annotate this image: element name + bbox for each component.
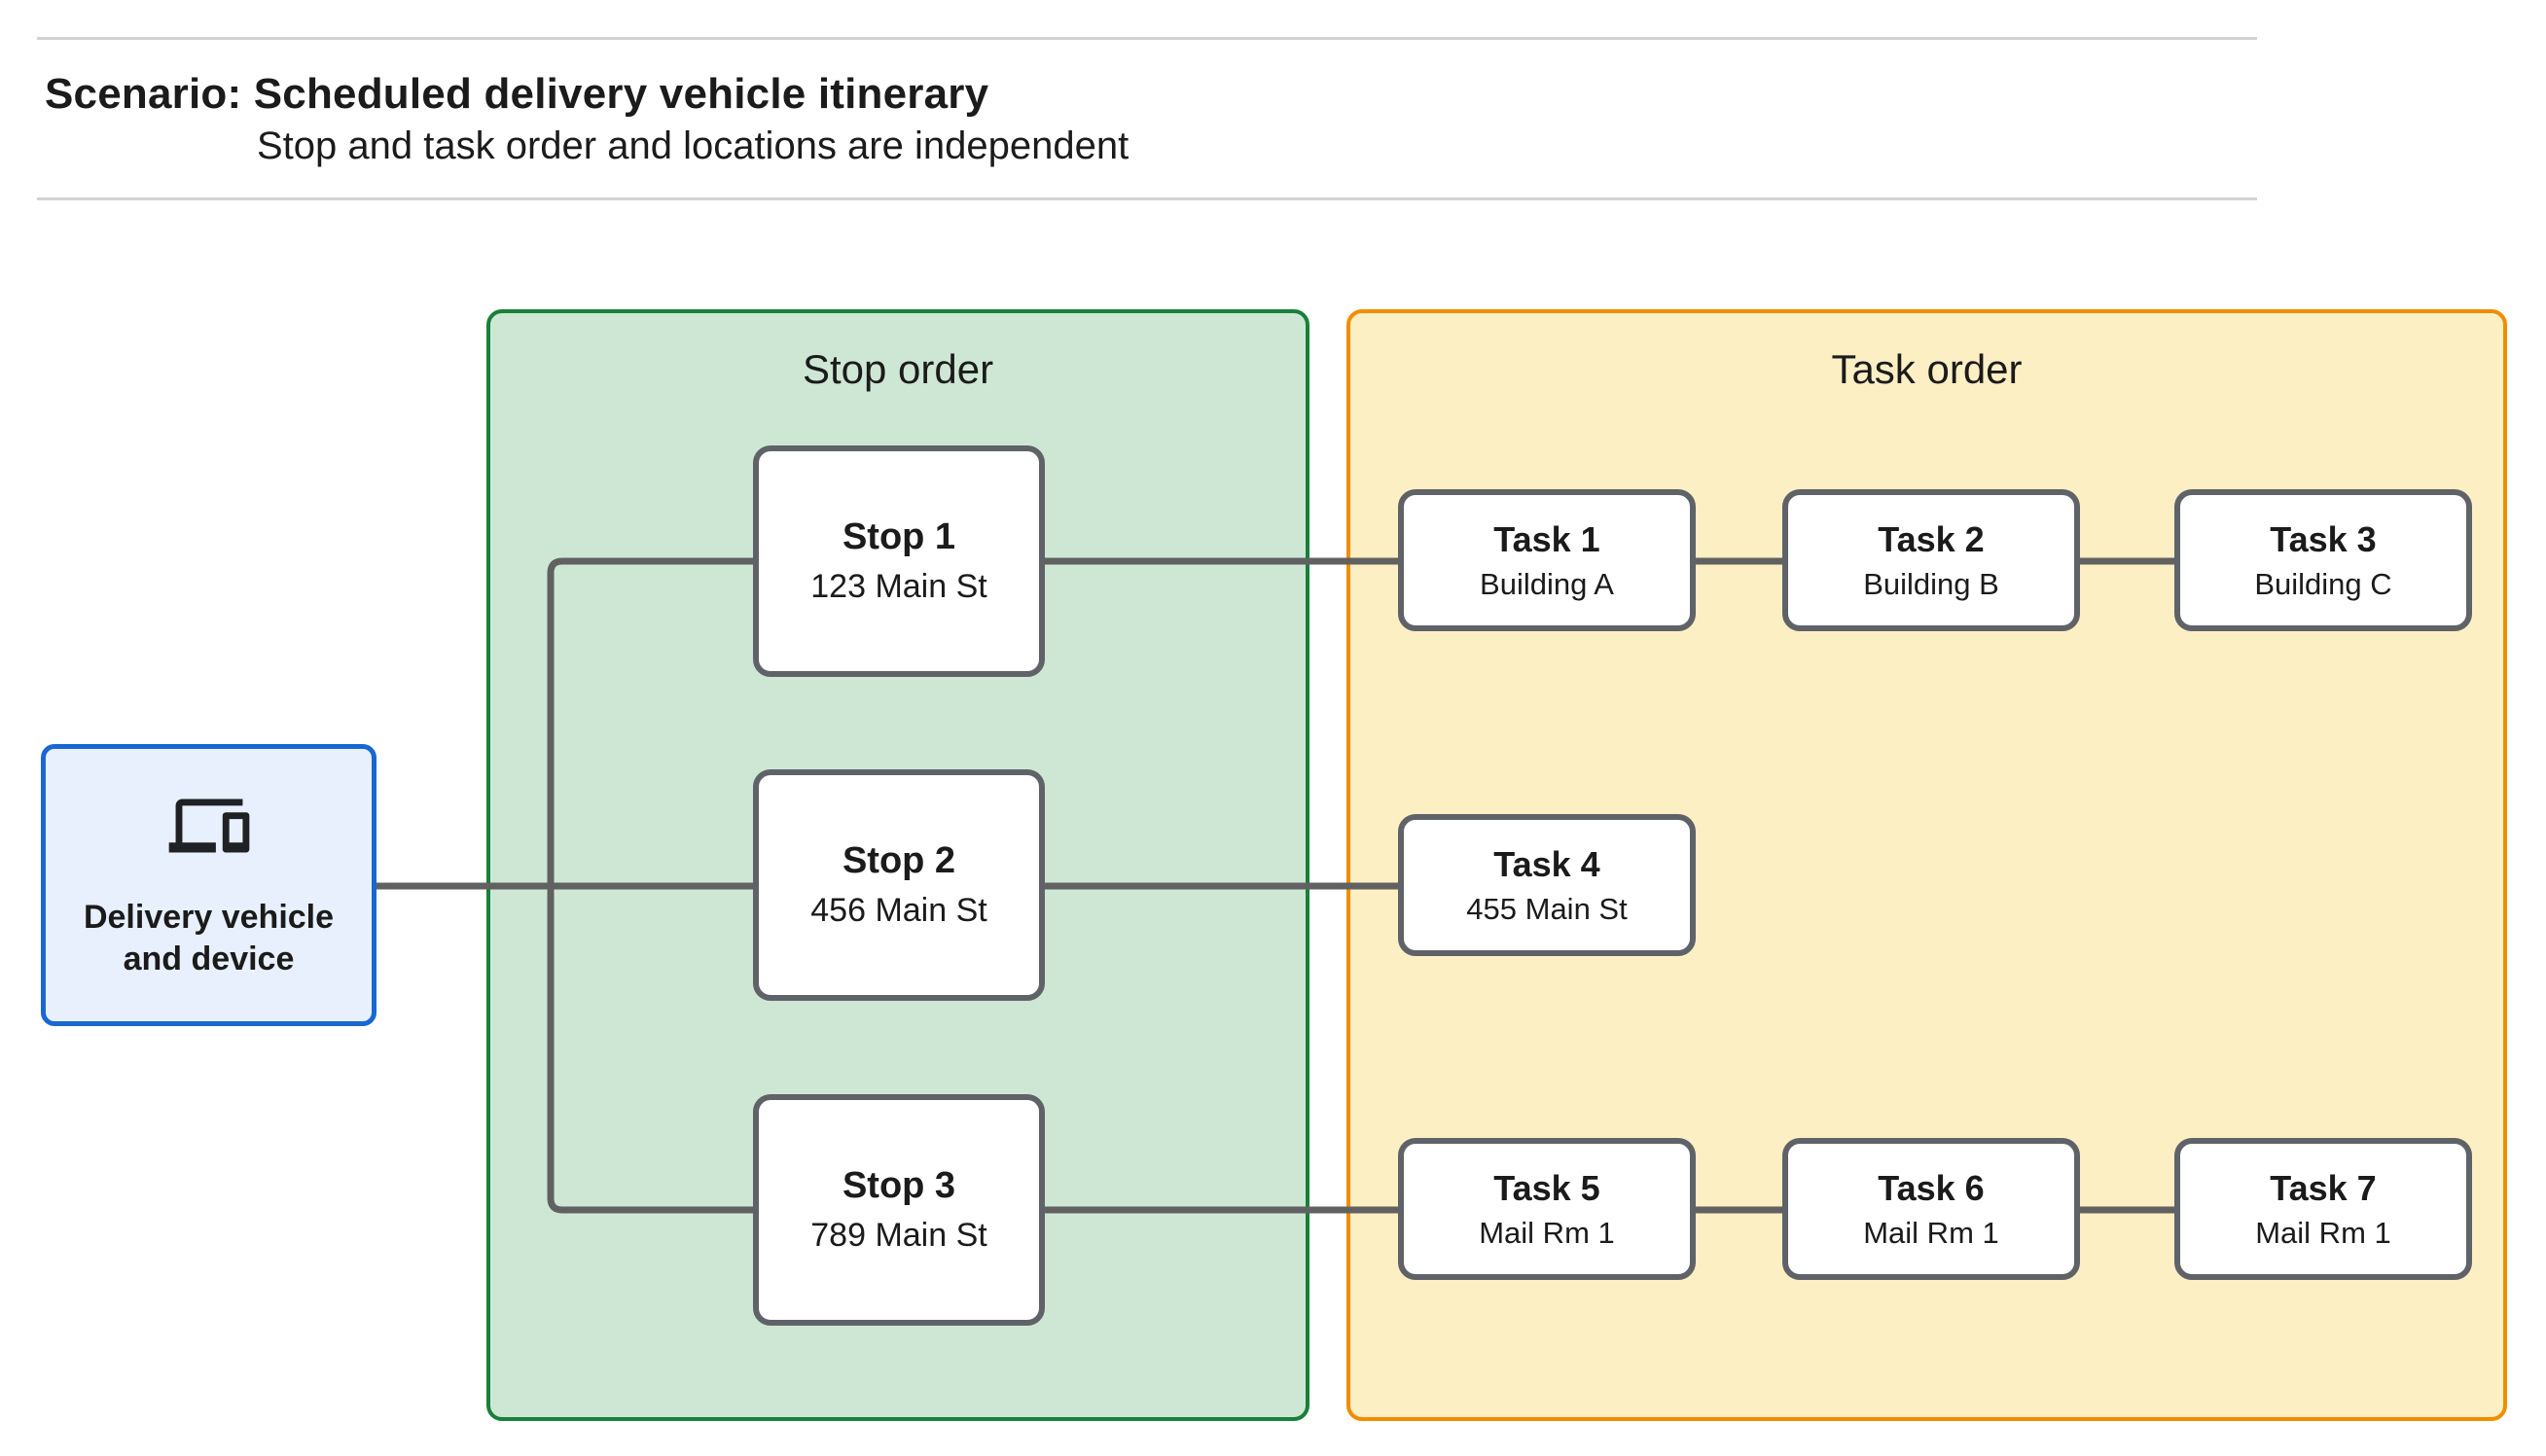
task-6-location: Mail Rm 1	[1863, 1215, 1999, 1250]
task-3-node: Task 3 Building C	[2174, 489, 2472, 631]
task-5-node: Task 5 Mail Rm 1	[1398, 1138, 1696, 1280]
task-6-node: Task 6 Mail Rm 1	[1782, 1138, 2080, 1280]
task-order-group-label: Task order	[1831, 346, 2023, 392]
task-5-location: Mail Rm 1	[1479, 1215, 1615, 1250]
divider-bottom	[37, 197, 2257, 200]
task-7-node: Task 7 Mail Rm 1	[2174, 1138, 2472, 1280]
task-4-location: 455 Main St	[1466, 891, 1628, 926]
stop-3-address: 789 Main St	[810, 1217, 987, 1254]
stop-1-node: Stop 1 123 Main St	[753, 445, 1045, 677]
divider-top	[37, 37, 2257, 40]
stop-1-title: Stop 1	[842, 516, 956, 557]
task-2-title: Task 2	[1878, 518, 1985, 559]
task-7-title: Task 7	[2270, 1167, 2377, 1208]
stop-3-node: Stop 3 789 Main St	[753, 1094, 1045, 1326]
delivery-vehicle-node: Delivery vehicle and device	[41, 744, 377, 1026]
page-subtitle: Stop and task order and locations are in…	[257, 124, 1130, 167]
task-3-title: Task 3	[2270, 518, 2377, 559]
delivery-vehicle-label: Delivery vehicle and device	[83, 899, 335, 977]
task-6-title: Task 6	[1878, 1167, 1985, 1208]
stop-2-address: 456 Main St	[810, 892, 987, 929]
task-2-node: Task 2 Building B	[1782, 489, 2080, 631]
task-1-location: Building A	[1480, 566, 1614, 601]
task-3-location: Building C	[2254, 566, 2392, 601]
task-7-location: Mail Rm 1	[2255, 1215, 2391, 1250]
task-4-node: Task 4 455 Main St	[1398, 814, 1696, 956]
devices-icon	[168, 799, 249, 853]
stop-order-group-label: Stop order	[802, 346, 994, 392]
stop-1-address: 123 Main St	[810, 568, 987, 605]
task-1-title: Task 1	[1493, 518, 1600, 559]
task-2-location: Building B	[1863, 566, 1999, 601]
task-4-title: Task 4	[1493, 843, 1600, 884]
task-5-title: Task 5	[1493, 1167, 1600, 1208]
stop-3-title: Stop 3	[842, 1165, 956, 1206]
stop-2-title: Stop 2	[842, 840, 956, 881]
stop-2-node: Stop 2 456 Main St	[753, 769, 1045, 1001]
task-1-node: Task 1 Building A	[1398, 489, 1696, 631]
page-title: Scenario: Scheduled delivery vehicle iti…	[45, 70, 989, 118]
